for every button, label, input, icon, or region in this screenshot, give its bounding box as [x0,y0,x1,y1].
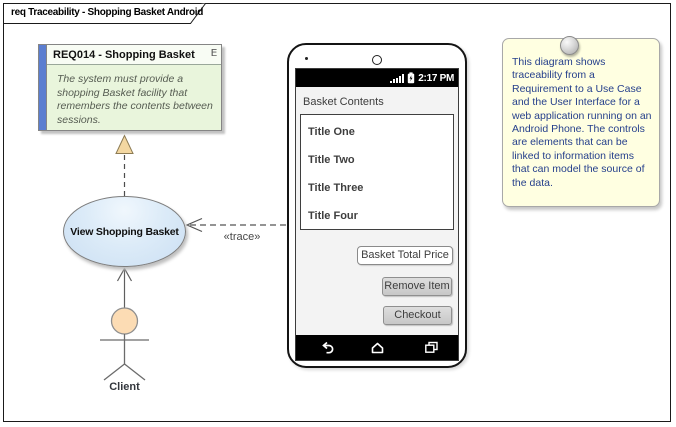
status-bar: 2:17 PM [296,69,458,87]
linked-document-icon: E [210,48,218,59]
actor-figure[interactable] [100,307,149,381]
realize-arrowhead-icon [115,134,134,154]
trace-connector[interactable] [185,217,287,233]
phone-screen: 2:17 PM Basket Contents Title One Title … [295,68,459,361]
battery-icon [408,72,415,84]
association-arrowhead-icon [116,267,133,282]
basket-list[interactable]: Title One Title Two Title Three Title Fo… [300,114,454,230]
list-item[interactable]: Title Two [308,154,355,166]
requirement-title: REQ014 - Shopping Basket E [47,45,221,65]
screen-content: Basket Contents Title One Title Two Titl… [296,87,458,337]
basket-total-price-button[interactable]: Basket Total Price [357,246,453,265]
recent-apps-icon[interactable] [424,341,439,354]
list-item[interactable]: Title Three [308,182,364,194]
actor-head [110,307,139,335]
association-connector[interactable] [116,267,133,308]
list-item[interactable]: Title Four [308,210,358,222]
list-item[interactable]: Title One [308,126,355,138]
trace-stereotype-label: «trace» [223,231,261,243]
remove-item-button[interactable]: Remove Item [382,277,452,296]
use-case-view-shopping-basket[interactable]: View Shopping Basket [63,196,186,267]
signal-strength-icon [390,74,405,83]
use-case-label: View Shopping Basket [70,225,179,238]
diagram-frame [3,3,671,422]
frame-tab [3,3,206,24]
proximity-sensor-icon [305,57,308,60]
note-element[interactable]: This diagram shows traceability from a R… [502,36,660,207]
requirement-body-text: The system must provide a shopping Baske… [47,65,221,130]
frame-title: req Traceability - Shopping Basket Andro… [11,7,204,18]
realize-connector[interactable] [115,134,134,197]
status-time: 2:17 PM [418,72,454,84]
note-text: This diagram shows traceability from a R… [512,56,652,189]
requirement-stripe [39,45,47,130]
navigation-bar [296,335,458,360]
requirement-title-text: REQ014 - Shopping Basket [53,49,195,61]
front-camera-icon [372,55,382,65]
requirement-element[interactable]: REQ014 - Shopping Basket E The system mu… [38,44,222,131]
actor-label: Client [109,381,140,393]
home-icon[interactable] [370,341,385,354]
pin-icon [560,36,579,55]
trace-arrowhead-icon [185,217,203,233]
android-phone-mockup[interactable]: 2:17 PM Basket Contents Title One Title … [287,43,467,368]
basket-contents-label: Basket Contents [303,96,384,108]
back-icon[interactable] [320,341,334,354]
checkout-button[interactable]: Checkout [383,306,452,325]
